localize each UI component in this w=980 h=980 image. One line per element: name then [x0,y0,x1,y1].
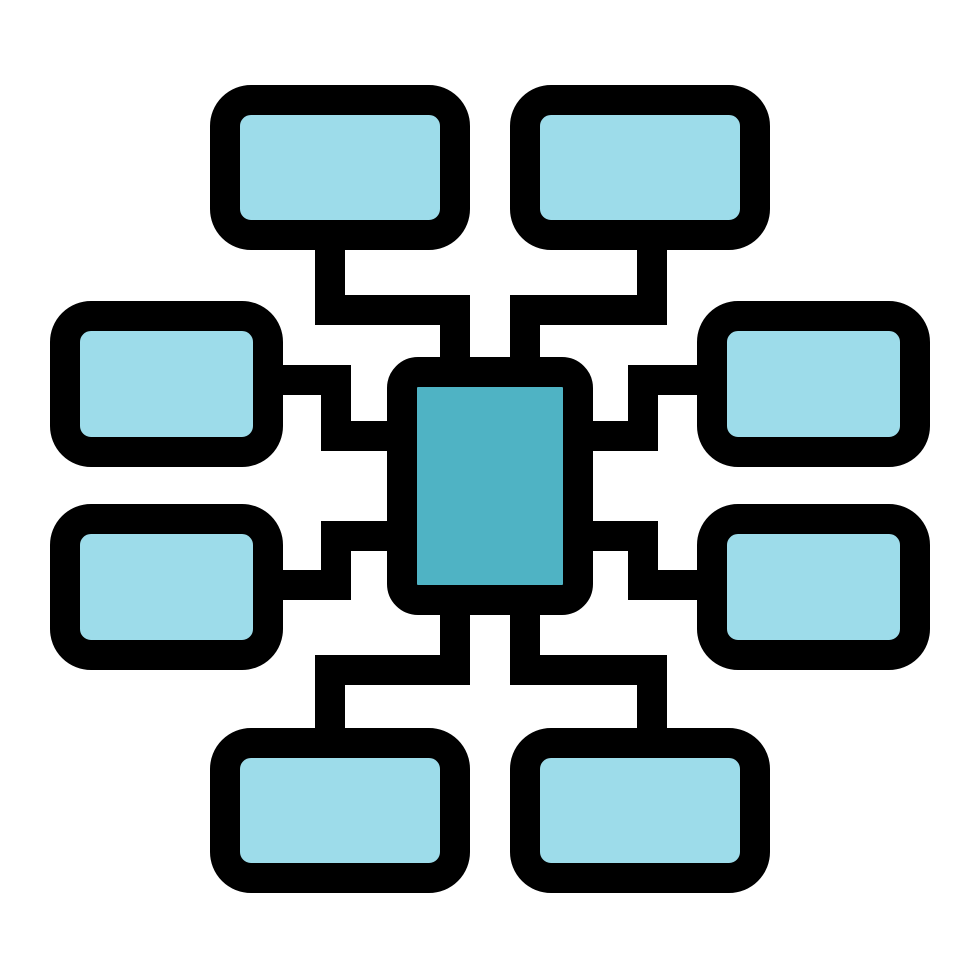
node-top-right [510,85,770,250]
connector-bottom-right [510,600,667,743]
node-mid-left-upper [50,301,283,467]
central-node [387,357,593,615]
connector-top-right [510,235,667,372]
connector-bottom-left [315,600,470,743]
node-top-left [210,85,470,250]
node-bottom-right [510,728,770,893]
connector-mid-left-upper [268,365,402,451]
connector-mid-left-lower [268,521,402,600]
connector-top-left [315,235,470,372]
node-bottom-left [210,728,470,893]
node-mid-right-upper [697,301,930,467]
node-mid-right-lower [697,504,930,670]
node-mid-left-lower [50,504,283,670]
connector-lines [268,235,712,743]
connector-mid-right-lower [578,521,712,600]
satellite-nodes [50,85,930,893]
connector-mid-right-upper [578,365,712,451]
